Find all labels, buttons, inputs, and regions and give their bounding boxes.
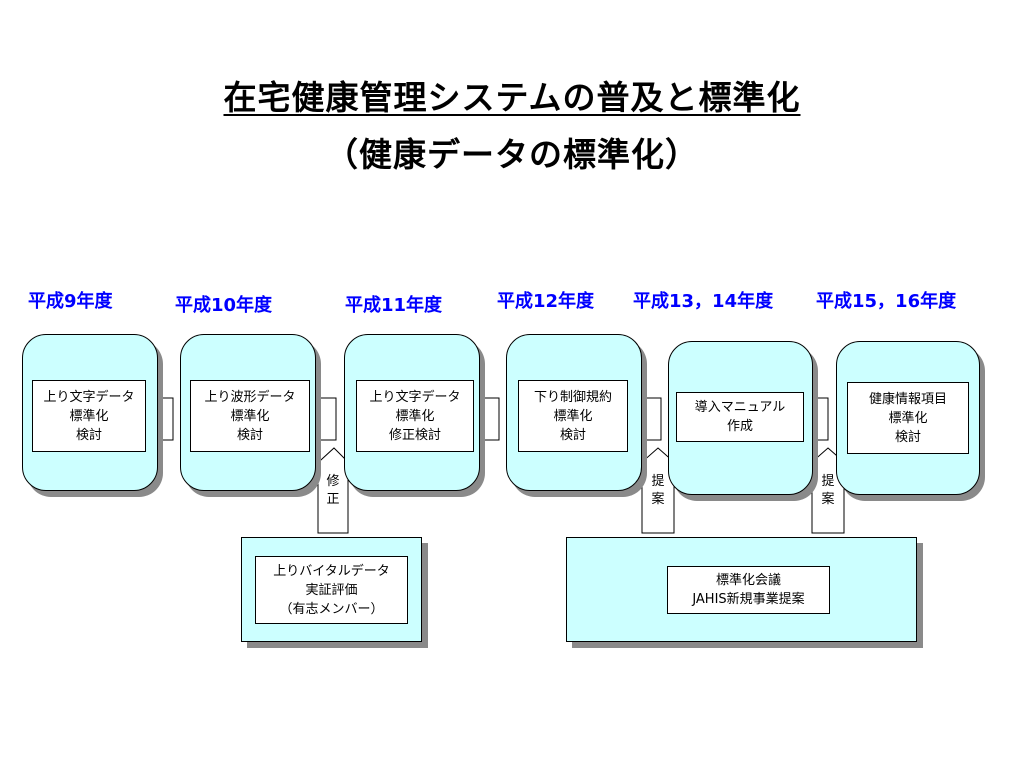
phase-line: 標準化	[69, 408, 109, 424]
up-arrow-label-revise: 修 正	[323, 473, 343, 509]
year-label-h10: 平成10年度	[175, 295, 273, 316]
phase-line: 修正検討	[388, 427, 441, 443]
phase-box-h15-16: 健康情報項目 標準化 検討	[836, 341, 980, 495]
phase-line: 健康情報項目	[868, 391, 947, 407]
year-label-h15-16: 平成15，16年度	[816, 291, 957, 312]
standardization-council-box: 標準化会議 JAHIS新規事業提案	[566, 537, 917, 642]
phase-box-h11: 上り文字データ 標準化 修正検討	[344, 334, 480, 491]
phase-line: 作成	[726, 419, 753, 434]
council-line: 標準化会議	[715, 573, 781, 588]
phase-text-box: 健康情報項目 標準化 検討	[847, 382, 969, 454]
up-arrow-label-propose-1: 提 案	[648, 473, 668, 509]
connector-arrow	[156, 397, 174, 441]
phase-box-h12: 下り制御規約 標準化 検討	[506, 334, 642, 491]
vital-text-box: 上りバイタルデータ 実証評価 （有志メンバー）	[255, 556, 408, 624]
phase-box-h13-14: 導入マニュアル 作成	[668, 341, 813, 495]
year-label-h12: 平成12年度	[497, 291, 595, 312]
council-line: JAHIS新規事業提案	[692, 592, 805, 607]
connector-arrow	[644, 397, 662, 441]
page-title: 在宅健康管理システムの普及と標準化	[223, 78, 801, 117]
phase-line: 標準化	[553, 408, 593, 424]
phase-box-h10: 上り波形データ 標準化 検討	[180, 334, 316, 491]
phase-line: 検討	[559, 427, 586, 443]
phase-line: 検討	[894, 429, 921, 445]
arrow-char: 提	[651, 474, 665, 489]
phase-text-box: 上り波形データ 標準化 検討	[190, 380, 310, 452]
phase-line: 導入マニュアル	[694, 400, 786, 415]
arrow-char: 修	[326, 474, 340, 489]
vital-line: 上りバイタルデータ	[273, 563, 390, 579]
council-text-box: 標準化会議 JAHIS新規事業提案	[667, 566, 830, 614]
phase-line: 検討	[75, 427, 102, 443]
phase-line: 下り制御規約	[533, 389, 612, 405]
vital-line: 実証評価	[305, 582, 358, 598]
phase-text-box: 上り文字データ 標準化 検討	[32, 380, 146, 452]
phase-text-box: 上り文字データ 標準化 修正検討	[356, 380, 474, 452]
arrow-char: 案	[821, 492, 835, 507]
arrow-char: 提	[821, 474, 835, 489]
phase-line: 上り波形データ	[204, 389, 296, 405]
phase-line: 検討	[236, 427, 263, 443]
connector-arrow	[482, 397, 500, 441]
arrow-char: 正	[326, 492, 340, 507]
page-subtitle: （健康データの標準化）	[325, 135, 699, 174]
up-arrow-label-propose-2: 提 案	[818, 473, 838, 509]
connector-arrow	[319, 397, 337, 441]
vital-line: （有志メンバー）	[279, 601, 384, 617]
connector-arrow	[811, 397, 829, 441]
phase-line: 上り文字データ	[369, 389, 461, 405]
arrow-char: 案	[651, 492, 665, 507]
phase-line: 標準化	[395, 408, 435, 424]
year-label-h13-14: 平成13，14年度	[633, 291, 774, 312]
year-label-h11: 平成11年度	[345, 295, 443, 316]
phase-line: 上り文字データ	[43, 389, 135, 405]
phase-line: 標準化	[230, 408, 270, 424]
year-label-h9: 平成9年度	[28, 291, 113, 312]
phase-box-h9: 上り文字データ 標準化 検討	[22, 334, 158, 491]
vital-data-evaluation-box: 上りバイタルデータ 実証評価 （有志メンバー）	[241, 537, 422, 642]
phase-text-box: 下り制御規約 標準化 検討	[518, 380, 628, 452]
phase-line: 標準化	[888, 410, 928, 426]
phase-text-box: 導入マニュアル 作成	[676, 392, 804, 442]
